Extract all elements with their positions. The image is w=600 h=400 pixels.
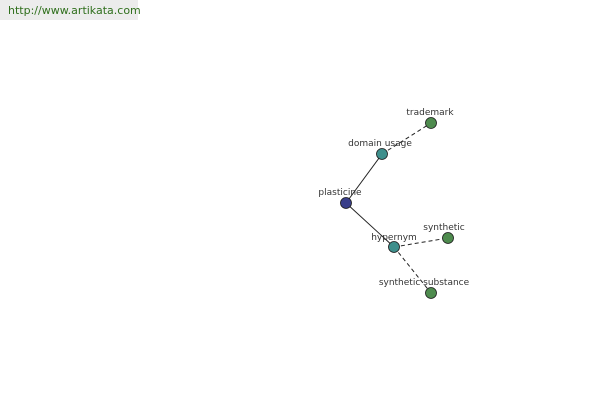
graph-node-trademark[interactable]: trademark (406, 108, 454, 129)
node-circle-synthetic[interactable] (442, 232, 454, 244)
node-label-hypernym: hypernym (371, 233, 417, 243)
edge-plasticine-to-hypernym (345, 202, 395, 248)
node-circle-trademark[interactable] (425, 117, 437, 129)
nodes-layer: plasticine domain usage trademark hypernym s… (318, 108, 470, 299)
edge-plasticine-to-domain-usage (345, 153, 383, 204)
node-label-domain-usage: domain usage (348, 139, 412, 149)
graph-node-synthetic[interactable]: synthetic (423, 223, 465, 244)
node-circle-domain-usage[interactable] (376, 148, 388, 160)
node-circle-hypernym[interactable] (388, 241, 400, 253)
node-label-synthetic: synthetic (423, 223, 465, 233)
node-label-trademark: trademark (406, 108, 454, 118)
graph-node-plasticine[interactable]: plasticine (318, 188, 362, 209)
source-banner: http://www.artikata.com (0, 0, 141, 20)
node-circle-plasticine[interactable] (340, 197, 352, 209)
graph-node-hypernym[interactable]: hypernym (371, 233, 417, 253)
edge-hypernym-to-synthetic (393, 237, 449, 248)
node-circle-synthetic-substance[interactable] (425, 287, 437, 299)
edge-hypernym-to-synthetic-substance (393, 246, 432, 294)
source-url[interactable]: http://www.artikata.com (8, 4, 141, 17)
graph-node-domain-usage[interactable]: domain usage (348, 139, 412, 160)
edges-layer (345, 122, 449, 294)
node-label-synthetic-substance: synthetic substance (379, 278, 470, 288)
graph-node-synthetic-substance[interactable]: synthetic substance (379, 278, 470, 299)
node-label-plasticine: plasticine (318, 188, 362, 198)
edge-domain-usage-to-trademark (381, 122, 432, 155)
